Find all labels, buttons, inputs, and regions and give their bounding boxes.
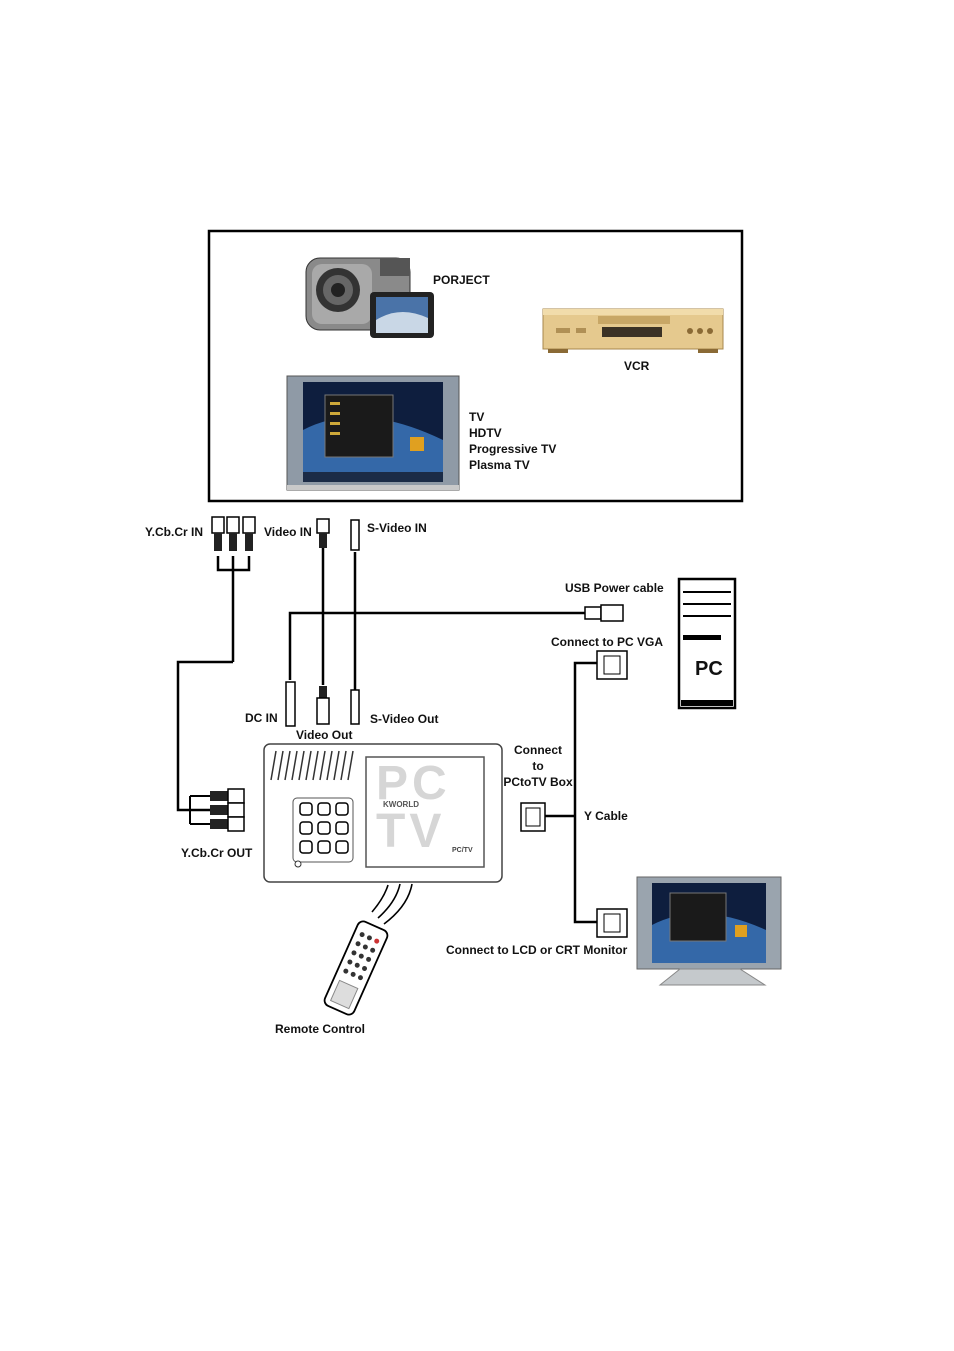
connect-monitor-label: Connect to LCD or CRT Monitor (446, 943, 628, 957)
ycbcr-in-label: Y.Cb.Cr IN (145, 525, 204, 539)
svideo-out-label: S-Video Out (370, 712, 439, 726)
box-brand: KWORLD (383, 800, 419, 809)
pc-tower-image (677, 577, 737, 710)
box-model: PC/TV (452, 847, 473, 854)
vcr-label: VCR (624, 359, 650, 373)
remote-control-image (323, 883, 413, 1016)
tv-image (286, 375, 460, 491)
connect-pc-vga-label: Connect to PC VGA (551, 635, 664, 649)
dc-in-plug (285, 681, 296, 727)
box-logo-tv: TV (376, 805, 446, 858)
cables (176, 548, 600, 924)
pc-label: PC (695, 658, 723, 680)
camcorder-label: PORJECT (433, 273, 490, 287)
usb-plug (584, 604, 624, 622)
plasma-tv-label: Plasma TV (469, 458, 530, 472)
connect-box-label-2: to (532, 759, 544, 773)
lcd-monitor-image (636, 876, 782, 986)
video-out-plug (316, 686, 330, 725)
progressive-tv-label: Progressive TV (469, 442, 557, 456)
svideo-in-plug (350, 519, 360, 551)
ycbcr-in-plugs (211, 516, 256, 551)
camcorder-image (305, 257, 434, 338)
video-in-plug (316, 518, 330, 548)
vga-pc-connector (596, 650, 628, 680)
dc-in-label: DC IN (245, 711, 278, 725)
svideo-in-label: S-Video IN (367, 521, 427, 535)
ycbcr-out-label: Y.Cb.Cr OUT (181, 846, 253, 860)
box-logo-pc: PC (376, 757, 451, 810)
vga-monitor-connector (596, 908, 628, 938)
vcr-image (542, 308, 724, 353)
connect-box-label-1: Connect (514, 743, 562, 757)
usb-power-label: USB Power cable (565, 581, 664, 595)
pctotv-box (263, 743, 503, 883)
y-cable-label: Y Cable (584, 809, 628, 823)
tv-label: TV (469, 410, 485, 424)
connect-box-label-3: PCtoTV Box (503, 775, 573, 789)
video-in-label: Video IN (264, 525, 312, 539)
hdtv-label: HDTV (469, 426, 502, 440)
ycbcr-out-plugs (189, 788, 245, 832)
svideo-out-plug (350, 689, 360, 725)
remote-control-label: Remote Control (275, 1022, 365, 1036)
video-out-label: Video Out (296, 728, 353, 742)
vga-box-connector (520, 802, 546, 832)
